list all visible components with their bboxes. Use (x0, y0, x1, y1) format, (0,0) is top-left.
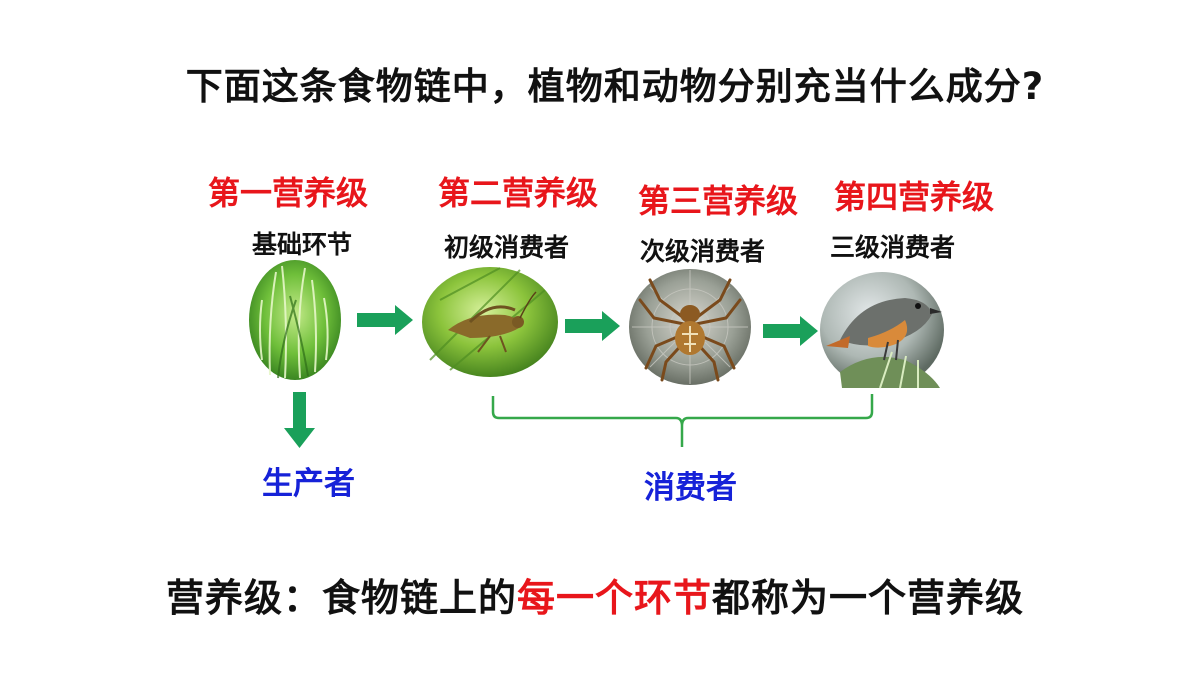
arrow-down-icon (284, 392, 315, 448)
bird-icon (820, 272, 944, 389)
consumer-label: 消费者 (644, 470, 737, 506)
definition-highlight: 每一个环节 (516, 576, 712, 620)
level-label-2: 第二营养级 (438, 174, 599, 212)
page-title: 下面这条食物链中，植物和动物分别充当什么成分? (185, 65, 1045, 108)
role-label-4: 三级消费者 (830, 233, 956, 262)
definition-suffix: 都称为一个营养级 (712, 576, 1025, 620)
level-label-1: 第一营养级 (208, 174, 369, 212)
producer-label: 生产者 (262, 466, 355, 502)
level-label-3: 第三营养级 (638, 182, 799, 220)
role-label-2: 初级消费者 (444, 233, 570, 262)
arrow-right-icon (763, 316, 818, 346)
definition-prefix: 营养级：食物链上的 (165, 576, 517, 620)
arrow-right-icon (565, 311, 620, 341)
grasshopper-icon (422, 267, 558, 377)
level-label-4: 第四营养级 (834, 178, 995, 216)
spider-icon (629, 269, 751, 385)
grass-icon (249, 260, 341, 380)
role-label-3: 次级消费者 (640, 237, 766, 266)
arrow-right-icon (357, 305, 413, 335)
consumer-bracket (491, 394, 874, 447)
definition-text: 营养级：食物链上的每一个环节都称为一个营养级 (0, 567, 1200, 622)
role-label-1: 基础环节 (252, 230, 353, 259)
